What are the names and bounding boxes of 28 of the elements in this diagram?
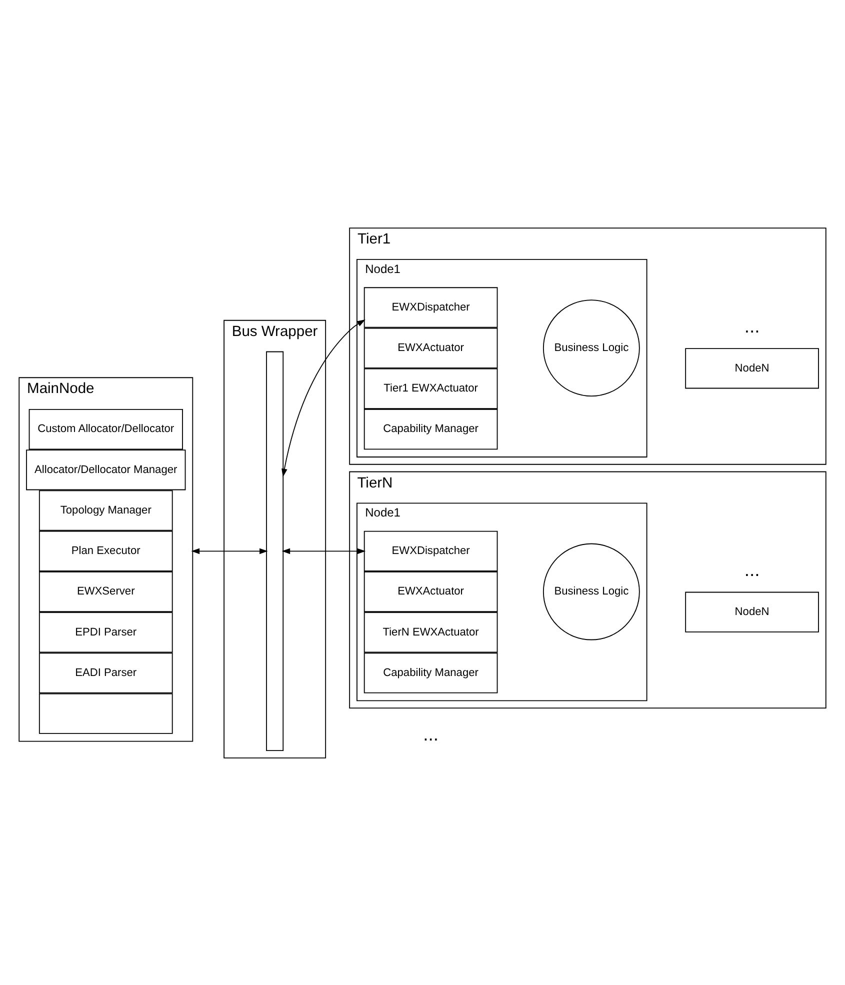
cluster: Bus Wrapper [224, 319, 326, 758]
node-box: EADI Parser [38, 652, 173, 693]
arrow [282, 548, 366, 554]
node-box: Custom Allocator/Dellocator [28, 408, 183, 450]
node-box: Allocator/Dellocator Manager [26, 449, 186, 490]
node-box: Topology Manager [38, 490, 173, 530]
node-box: Capability Manager [364, 408, 498, 450]
node-box: EPDI Parser [38, 612, 173, 652]
node-box: NodeN [685, 591, 819, 632]
node-bar [266, 350, 284, 750]
label: ... [423, 722, 439, 744]
node-box: Capability Manager [364, 652, 498, 693]
node-box: Plan Executor [38, 530, 173, 571]
node-box: NodeN [685, 348, 819, 388]
label: ... [744, 314, 760, 336]
node-box: Tier1 EWXActuator [364, 368, 498, 408]
node-box: EWXActuator [364, 570, 498, 612]
node-box [38, 692, 173, 734]
node-box: TierN EWXActuator [364, 612, 498, 652]
node-box: EWXServer [38, 570, 173, 612]
node-box: EWXDispatcher [364, 286, 498, 328]
arrow [282, 319, 366, 477]
node-circle: Business Logic [542, 542, 640, 640]
node-box: EWXDispatcher [364, 530, 498, 571]
arrow [191, 548, 268, 554]
label: ... [744, 558, 760, 580]
node-circle: Business Logic [542, 299, 640, 396]
node-box: EWXActuator [364, 327, 498, 368]
